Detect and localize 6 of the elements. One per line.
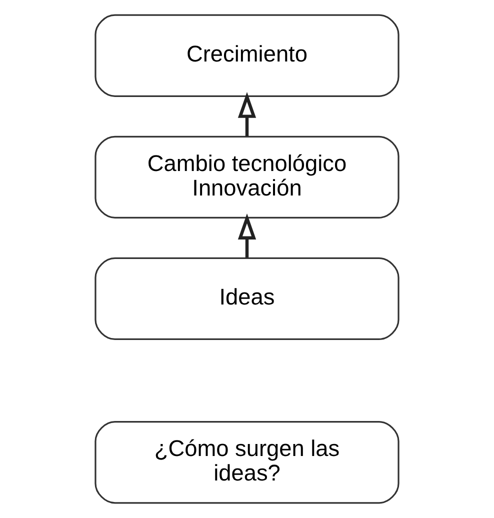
node-box: Ideas: [94, 257, 400, 340]
node-box: Cambio tecnológico Innovación: [94, 136, 400, 218]
arrow: [238, 92, 256, 136]
node-box: ¿Cómo surgen las ideas?: [94, 421, 400, 504]
node-box: Crecimiento: [94, 14, 400, 97]
arrow: [238, 214, 256, 258]
